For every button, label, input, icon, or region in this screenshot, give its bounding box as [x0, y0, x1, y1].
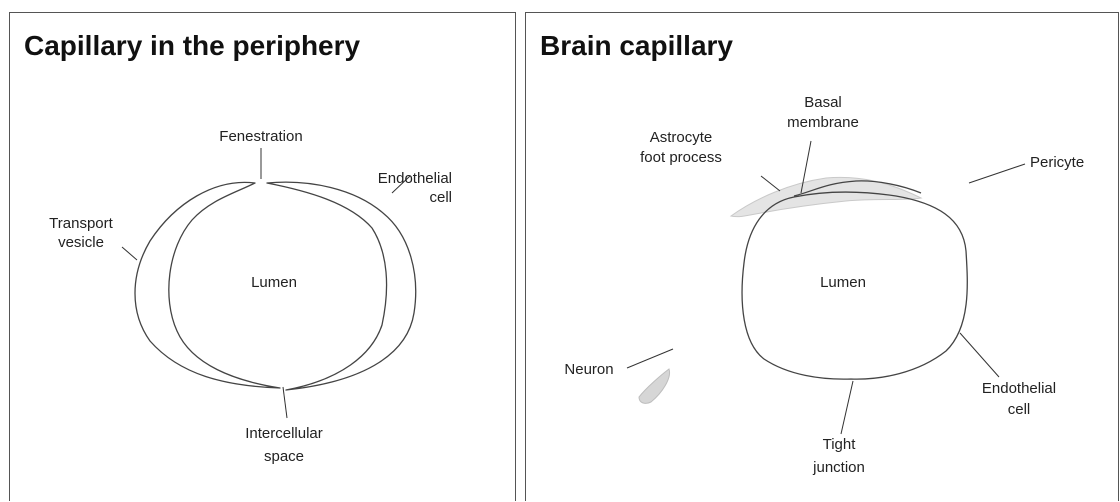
label-endothelial-line1: Endothelial — [982, 380, 1056, 397]
label-astrocyte-line2: foot process — [640, 149, 722, 166]
astrocyte-foot-process-shape — [731, 177, 921, 216]
pericyte-leader — [969, 164, 1025, 183]
intercellular-leader — [283, 387, 287, 418]
endothelial-leader — [960, 333, 999, 377]
peripheral-capillary-diagram: Fenestration Endothelial cell Transport … — [10, 13, 517, 502]
tight-junction-leader — [841, 381, 853, 434]
brain-capillary-panel: Brain capillary Basal membrane Astrocyte… — [525, 12, 1119, 501]
brain-capillary-diagram: Basal membrane Astrocyte foot process Pe… — [526, 13, 1120, 502]
label-endothelial-line2: cell — [1008, 401, 1031, 418]
label-astrocyte-line1: Astrocyte — [650, 129, 713, 146]
astrocyte-leader — [761, 176, 780, 191]
label-endothelial-line2: cell — [429, 189, 452, 206]
label-fenestration: Fenestration — [219, 128, 302, 145]
label-tight-line1: Tight — [823, 436, 857, 453]
label-tight-line2: junction — [812, 459, 865, 476]
label-lumen: Lumen — [820, 274, 866, 291]
label-neuron: Neuron — [564, 361, 613, 378]
label-transport-line2: vesicle — [58, 234, 104, 251]
label-intercellular-line1: Intercellular — [245, 425, 323, 442]
label-intercellular-line2: space — [264, 448, 304, 465]
label-basal-line1: Basal — [804, 94, 842, 111]
label-pericyte: Pericyte — [1030, 154, 1084, 171]
neuron-shape — [639, 369, 670, 403]
label-transport-line1: Transport — [49, 215, 113, 232]
peripheral-capillary-panel: Capillary in the periphery Fenestration … — [9, 12, 516, 501]
label-basal-line2: membrane — [787, 114, 859, 131]
label-lumen: Lumen — [251, 274, 297, 291]
neuron-leader — [627, 349, 673, 368]
transport-vesicle-leader — [122, 247, 137, 260]
label-endothelial-line1: Endothelial — [378, 170, 452, 187]
